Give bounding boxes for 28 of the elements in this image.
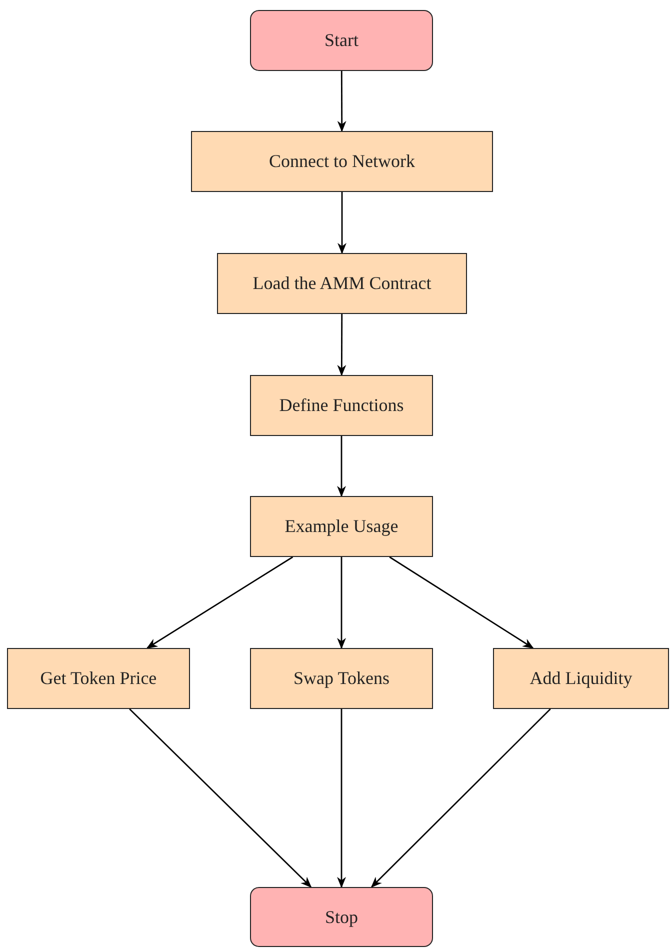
process-box xyxy=(493,648,669,709)
arrow xyxy=(337,709,346,888)
process-box xyxy=(217,253,467,314)
arrow xyxy=(146,556,294,649)
node-label: Example Usage xyxy=(284,516,398,537)
arrow xyxy=(338,192,346,254)
arrow xyxy=(129,708,312,888)
process-box xyxy=(7,648,190,709)
node-label: Define Functions xyxy=(279,395,404,416)
node-label: Connect to Network xyxy=(269,151,415,172)
arrow xyxy=(389,556,534,649)
node-label: Get Token Price xyxy=(40,668,157,689)
process-box xyxy=(250,375,433,436)
terminal-box xyxy=(250,10,433,71)
node-label: Stop xyxy=(324,906,358,928)
process-box xyxy=(191,131,493,192)
arrow xyxy=(337,436,346,498)
node-label: Add Liquidity xyxy=(530,668,632,689)
process-box xyxy=(250,496,433,557)
node-label: Load the AMM Contract xyxy=(252,273,432,294)
arrow xyxy=(337,557,346,650)
arrow xyxy=(337,314,346,376)
terminal-box xyxy=(250,887,433,947)
node-label: Start xyxy=(324,30,358,51)
arrow xyxy=(370,708,551,888)
node-label: Swap Tokens xyxy=(294,668,390,689)
arrow xyxy=(337,71,346,132)
process-box xyxy=(250,648,433,709)
